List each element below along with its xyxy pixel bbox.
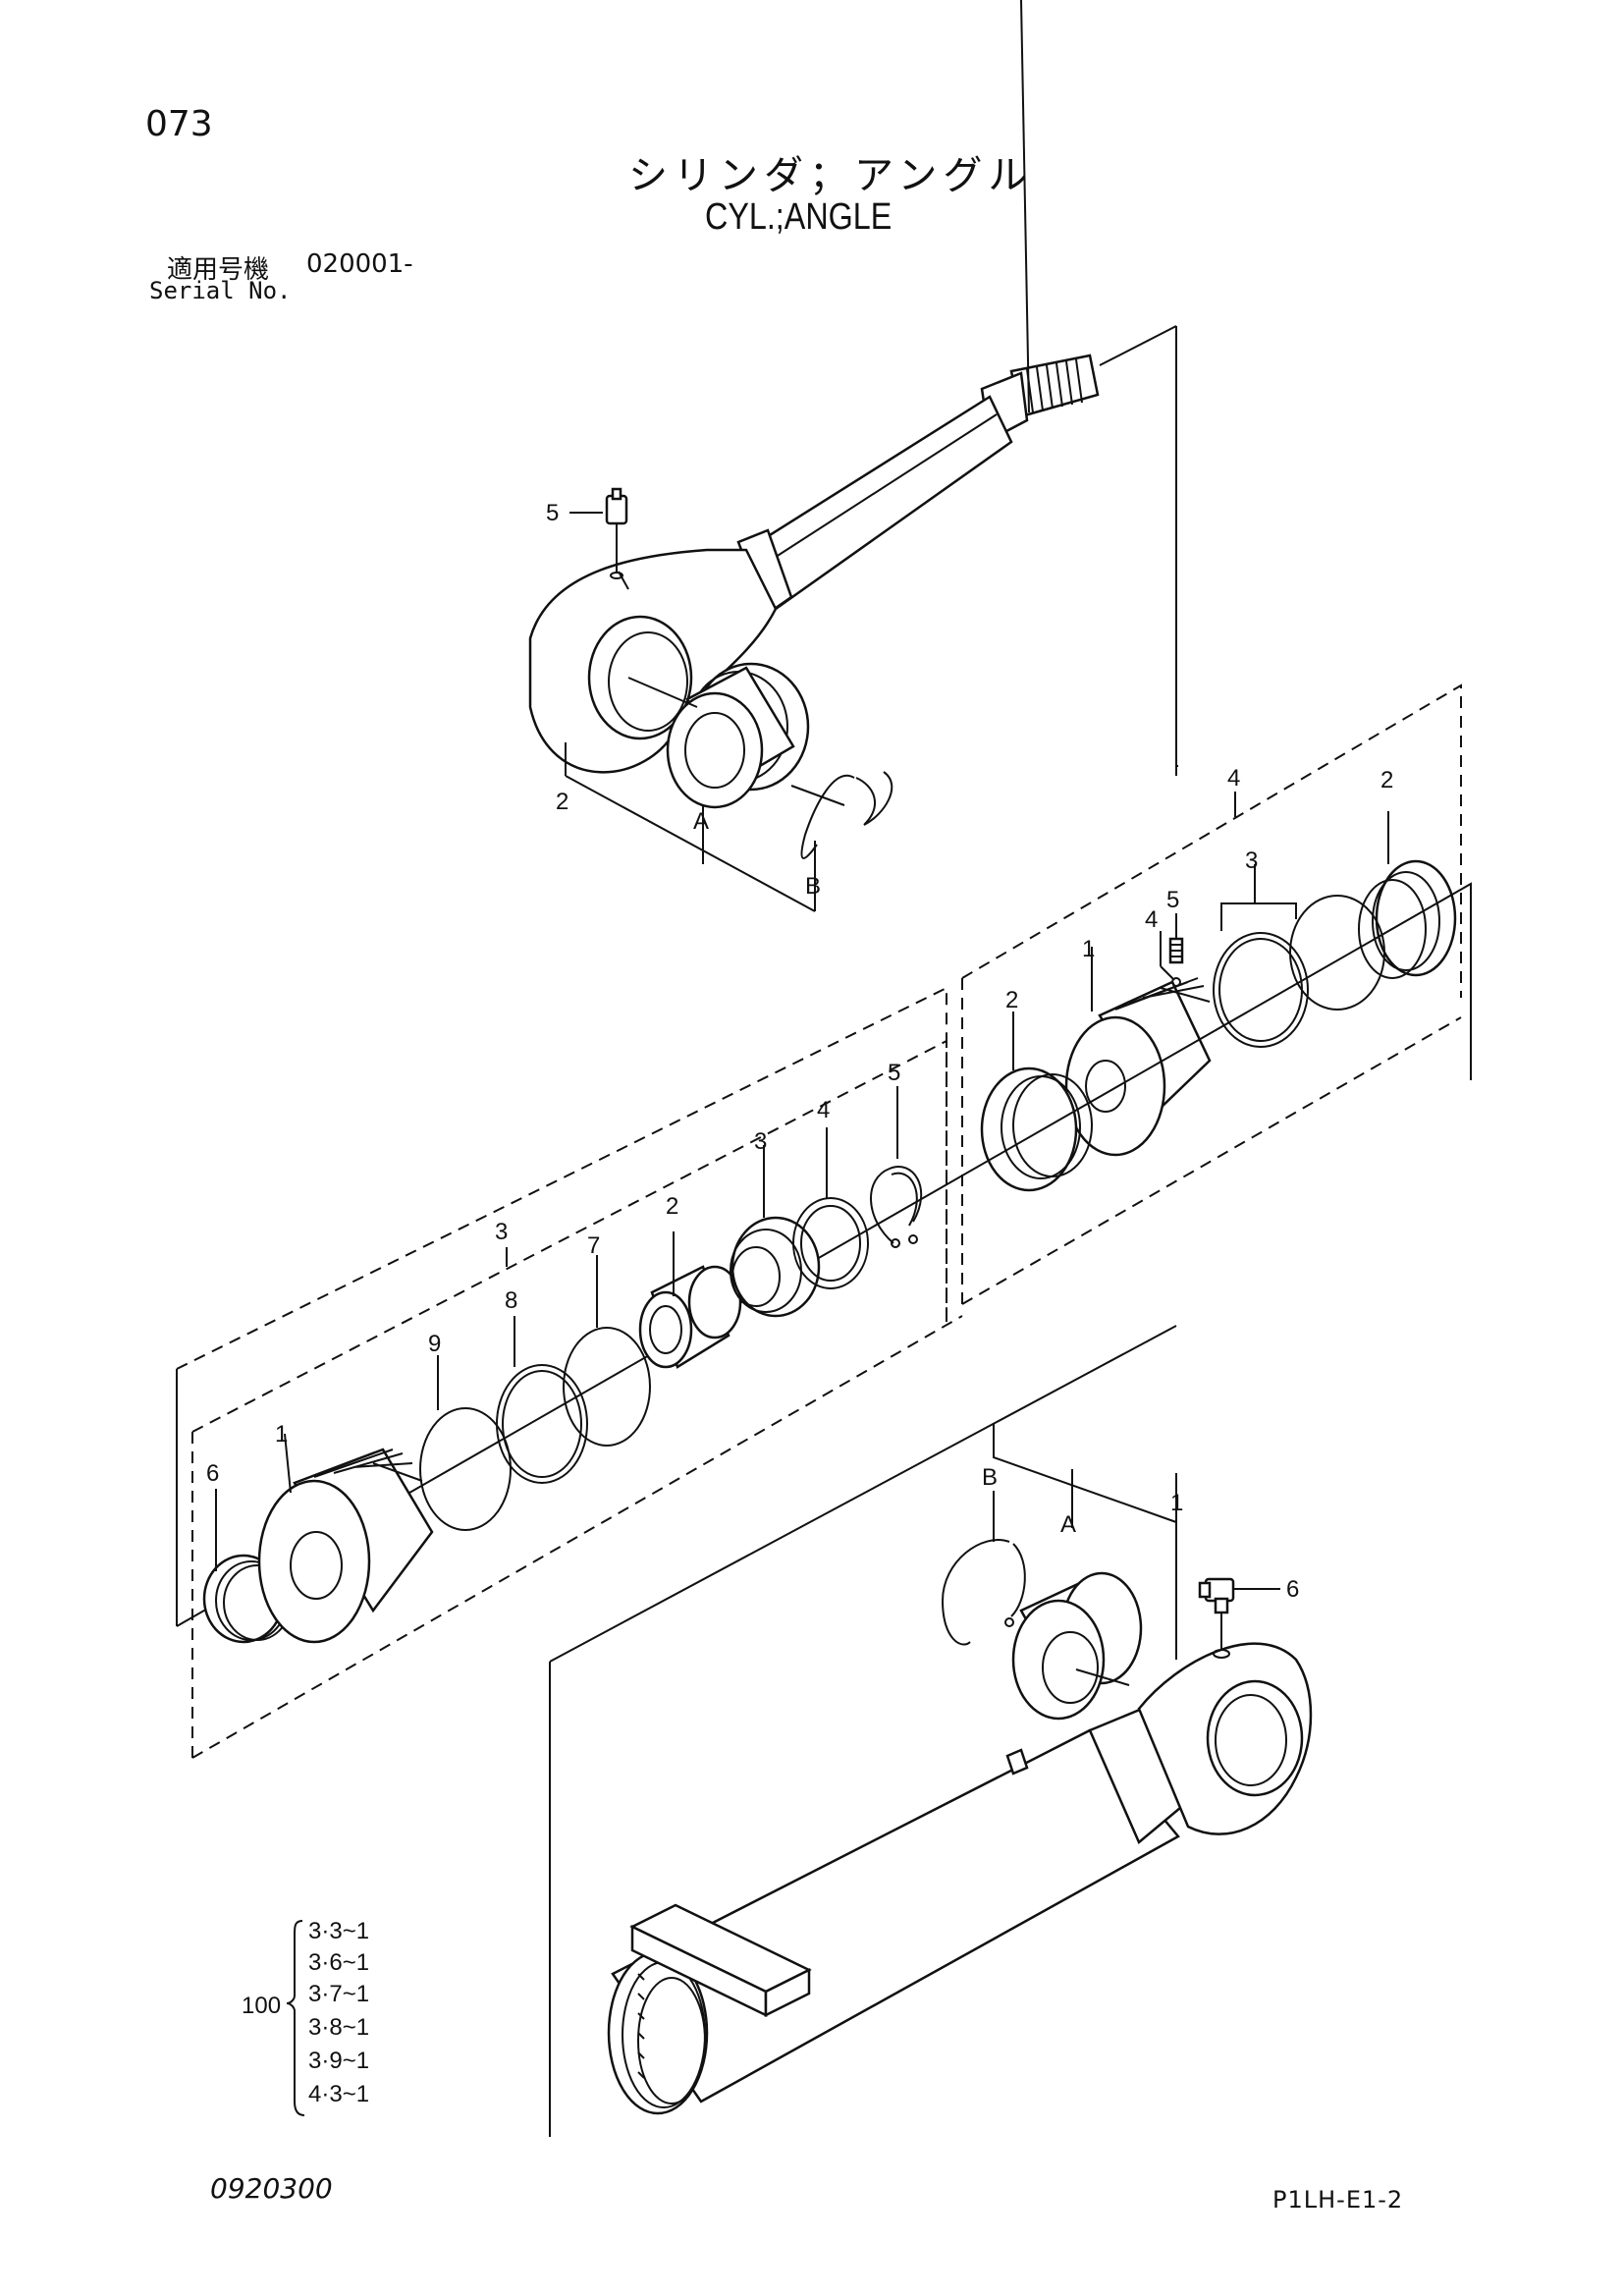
kit-item-4: 3·8~1: [308, 2014, 369, 2041]
callout-head-9: 9: [428, 1331, 441, 1357]
title-japanese: シリンダ；アングル: [628, 153, 1034, 198]
sheet-code: P1LH-E1-2: [1272, 2186, 1404, 2214]
cylinder-tube: [607, 1642, 1313, 2115]
kit-number: 100: [242, 1993, 281, 2019]
tube-bracket: B A 1: [549, 1325, 1183, 2137]
title-english: CYL.;ANGLE: [705, 196, 893, 238]
serial-label-english: Serial No.: [149, 277, 292, 304]
callout-head-4: 4: [817, 1097, 830, 1123]
callout-piston-4b: 4: [1145, 906, 1158, 933]
callout-head-2: 2: [666, 1193, 678, 1220]
piston-set-screw: 5 4: [1145, 887, 1184, 987]
callout-head-3b: 3: [754, 1128, 767, 1155]
piston-seal-ring-right: 2: [1358, 767, 1457, 979]
callout-tube-B: B: [982, 1464, 998, 1491]
head-snap-ring-5: 5: [870, 1060, 923, 1248]
snap-ring-top: [790, 771, 893, 859]
grease-elbow-fitting: 6: [1198, 1576, 1299, 1650]
snap-ring-bottom: [941, 1539, 1026, 1646]
head-bushing: 2: [638, 1193, 742, 1369]
kit-item-2: 3·6~1: [308, 1949, 369, 1976]
serial-label-japanese: 適用号機: [167, 255, 270, 285]
callout-head-7: 7: [587, 1232, 600, 1259]
serial-value: 020001-: [306, 249, 413, 279]
callout-tube-A: A: [1060, 1511, 1076, 1538]
piston-o-rings: 3: [1213, 847, 1385, 1048]
callout-head-3: 3: [495, 1219, 508, 1245]
callout-piston-1: 1: [1082, 936, 1095, 962]
callout-rod-A: A: [693, 808, 709, 835]
bushing-top: [627, 662, 810, 809]
kit-bracket: [286, 1920, 305, 2116]
callout-tube-1: 1: [1170, 1490, 1183, 1516]
callout-rod-2: 2: [556, 789, 568, 815]
callout-piston-3: 3: [1245, 847, 1258, 874]
rod-bracket: 2 A B: [556, 325, 1178, 912]
callout-tube-6: 6: [1286, 1576, 1299, 1603]
page-number: 073: [145, 104, 213, 144]
head-group-box: 3: [176, 882, 1472, 1759]
piston-seal-ring-left: 2: [980, 987, 1093, 1192]
callout-head-8: 8: [505, 1287, 517, 1314]
head-o-ring-9: 9: [419, 1331, 512, 1531]
cylinder-head: 1: [257, 1421, 434, 1644]
kit-item-3: 3·7~1: [308, 1981, 369, 2007]
grease-nipple-top: 5: [546, 487, 628, 579]
callout-head-1: 1: [275, 1421, 288, 1448]
head-backup-4: 4: [792, 1097, 869, 1289]
kit-item-5: 3·9~1: [308, 2048, 369, 2074]
piston-rod: [528, 0, 1100, 774]
callout-rod-B: B: [805, 873, 821, 900]
head-o-ring-7: 7: [563, 1232, 651, 1447]
callout-piston-2b: 2: [1005, 987, 1018, 1013]
kit-item-1: 3·3~1: [308, 1918, 369, 1944]
callout-head-6: 6: [206, 1460, 219, 1487]
callout-rod-5: 5: [546, 500, 559, 526]
callout-piston-2a: 2: [1380, 767, 1393, 793]
document-code: 0920300: [210, 2172, 333, 2205]
callout-piston-5: 5: [1166, 887, 1179, 913]
callout-head-5: 5: [888, 1060, 900, 1086]
kit-item-6: 4·3~1: [308, 2081, 369, 2107]
head-backup-ring-8: 8: [496, 1287, 588, 1484]
piston-group-box: 4: [961, 683, 1462, 1305]
bushing-bottom: [1011, 1571, 1143, 1721]
callout-piston-4: 4: [1227, 765, 1240, 792]
